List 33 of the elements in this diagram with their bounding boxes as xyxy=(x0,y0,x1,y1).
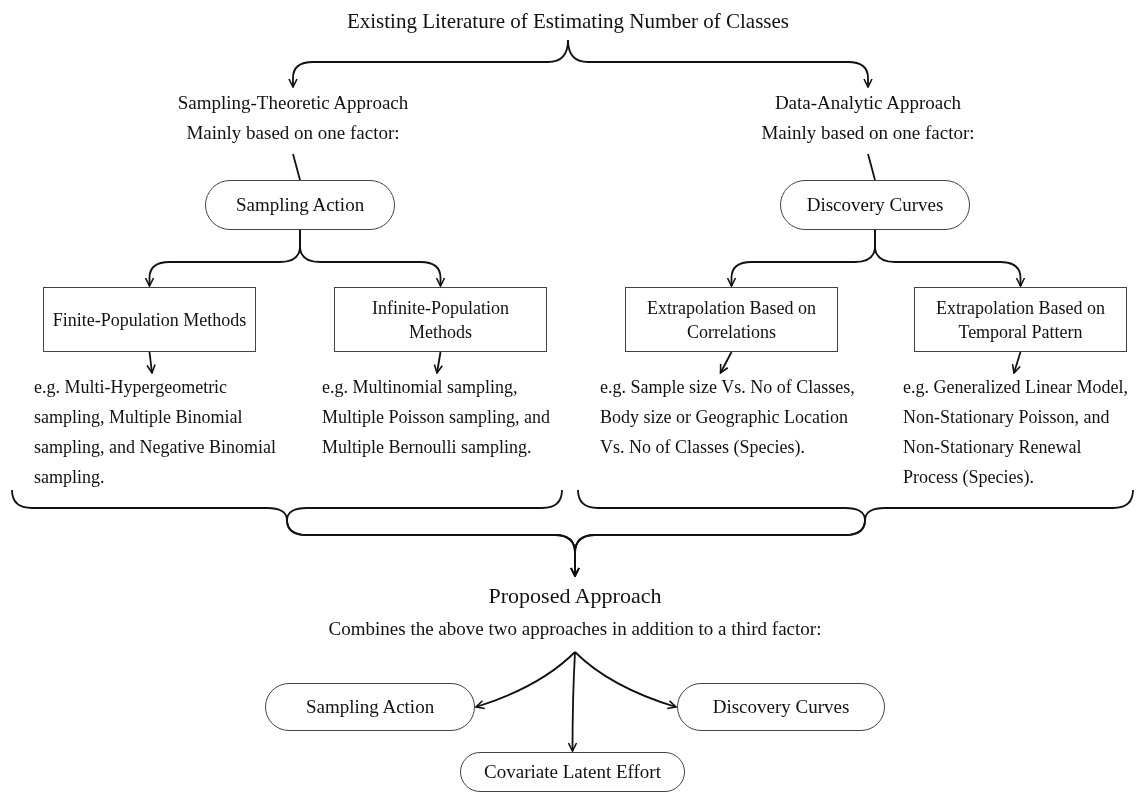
process-pill: Discovery Curves xyxy=(677,683,885,731)
method-box: Infinite-Population Methods xyxy=(334,287,547,352)
method-box: Extrapolation Based on Correlations xyxy=(625,287,838,352)
process-pill: Covariate Latent Effort xyxy=(460,752,685,792)
connector-line xyxy=(867,153,876,181)
arrow xyxy=(567,651,578,752)
approach-title: Data-Analytic Approach xyxy=(773,91,963,115)
example-text: e.g. Generalized Linear Model, Non-Stationary Poisson, and Non-Stationary Renewal Process (Species). xyxy=(895,372,1133,490)
process-pill: Sampling Action xyxy=(205,180,395,230)
arrow xyxy=(874,229,1026,287)
arrow xyxy=(574,651,677,710)
approach-title: Sampling-Theoretic Approach xyxy=(176,91,410,115)
example-text: e.g. Multinomial sampling, Multiple Poisson sampling, and Multiple Bernoulli sampling. xyxy=(312,372,562,490)
approach-title: Proposed Approach xyxy=(487,582,663,610)
method-box: Extrapolation Based on Temporal Pattern xyxy=(914,287,1127,352)
arrow xyxy=(567,39,873,88)
arrow xyxy=(1011,351,1022,374)
arrow xyxy=(433,351,444,374)
connector-line xyxy=(292,153,301,181)
approach-subtitle: Mainly based on one factor: xyxy=(185,121,401,145)
arrow xyxy=(570,489,1134,577)
example-text: e.g. Sample size Vs. No of Classes, Body size or Geographic Location Vs. No of Classes (Species). xyxy=(578,372,863,490)
method-box: Finite-Population Methods xyxy=(43,287,256,352)
approach-subtitle: Mainly based on one factor: xyxy=(760,121,976,145)
process-pill: Discovery Curves xyxy=(780,180,970,230)
arrow xyxy=(719,351,733,374)
arrow xyxy=(299,229,446,287)
approach-subtitle: Combines the above two approaches in addition to a third factor: xyxy=(327,617,823,641)
arrow xyxy=(475,651,576,710)
example-text: e.g. Multi-Hypergeometric sampling, Multiple Binomial sampling, and Negative Binomial sampling. xyxy=(12,372,292,490)
heading-text: Existing Literature of Estimating Number of Classes xyxy=(318,6,818,40)
process-pill: Sampling Action xyxy=(265,683,475,731)
arrow xyxy=(146,351,156,374)
